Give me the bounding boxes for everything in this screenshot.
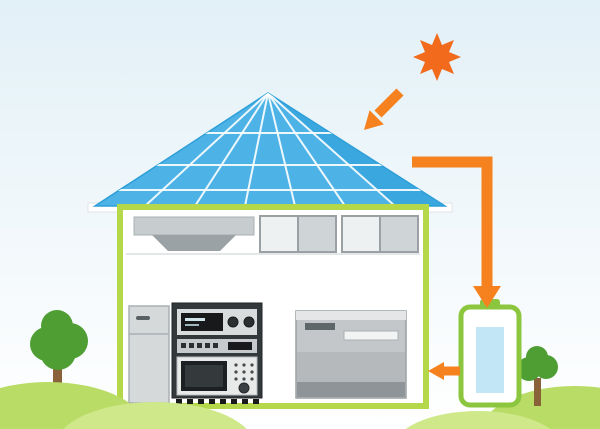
appliance-display [181,313,223,331]
dishwasher-control-panel [305,323,335,330]
tree-right [517,346,558,406]
window-right [341,215,419,253]
control-knob [243,316,255,328]
battery-cell [476,327,504,393]
dishwasher-door [297,352,405,382]
storage-battery [458,299,522,408]
bush-left-front [63,402,247,429]
dishwasher-kickplate [297,382,405,397]
house [117,204,429,409]
appliance-feet [176,399,259,404]
appliance-buttons [181,342,252,350]
bush-right-front [405,411,551,429]
dishwasher-counter-top [296,311,406,320]
tree-right-trunk [534,378,541,406]
arrow-roof-to-battery-icon [412,156,501,308]
refrigerator [128,305,170,404]
window-right-pane [380,217,417,251]
range-hood [133,216,255,251]
tree-right-foliage [517,346,558,381]
roof-shaded-edge [268,93,445,206]
tree-left-foliage [30,310,88,370]
bushes [0,382,600,429]
dishwasher-handle [343,330,399,341]
display-readout-line [185,318,205,321]
window-left-pane [298,217,335,251]
tree-left [30,310,88,406]
display-readout-line [185,324,199,326]
appliance-stack [171,302,263,404]
microwave-oven [176,356,258,396]
energy-flow-arrows [364,88,501,380]
refrigerator-handle [136,316,150,320]
window-left [259,215,337,253]
control-knob [227,316,239,328]
sun-icon [413,33,461,81]
arrow-sun-to-roof-icon [364,88,404,130]
range-hood-canopy [133,216,255,236]
microwave-keypad [234,363,254,381]
arrow-battery-to-house-icon [428,362,460,380]
microwave-dial [238,382,250,394]
tree-left-trunk [53,358,62,406]
range-hood-duct [152,235,236,251]
dishwasher [295,310,407,399]
